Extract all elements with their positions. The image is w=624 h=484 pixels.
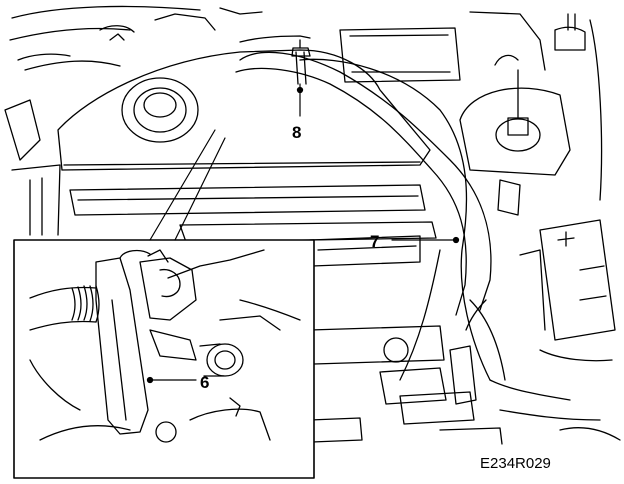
callout-8-dot [296,86,304,94]
callout-8-label: 8 [292,123,301,142]
clamp-wire [167,249,265,279]
lower-bracket [309,417,363,443]
clamp-loop [159,268,181,298]
inset-left-cable [29,359,81,411]
intake-runner-line [317,245,417,251]
callout-7-label: 7 [370,232,379,251]
lower-hose-2 [499,409,601,421]
detail-inset-frame [13,239,315,479]
hose-clamp [295,51,307,85]
callouts: 8 7 6 [146,83,460,392]
wiper-line-2 [24,60,121,71]
battery [539,219,616,341]
inset-clip [229,397,241,417]
battery-plus-terminal [557,231,575,247]
hood-edge-line [11,5,201,19]
right-lower-line [539,349,613,362]
bracket-slot [111,299,127,421]
corrugated-hose-top [29,286,97,299]
right-hood-edge [469,11,546,71]
throttle-body [309,325,445,365]
inset-bolt [155,421,177,443]
brake-fluid-reservoir [459,87,571,176]
corrugated-hose-ribs [71,285,100,323]
reservoir-cap-base [495,118,541,152]
cable-harness-branch [399,249,441,381]
upper-clip [109,33,125,41]
intake-hose-upper [239,51,492,311]
lower-connector [399,391,475,425]
callout-6-dot [146,376,154,384]
wiper-line [17,53,71,61]
inset-hose-bore [214,350,236,370]
oil-filler-cap [133,87,187,133]
upper-trim [219,7,263,15]
clamp-body [139,257,197,321]
inset-pointer-left [149,129,216,241]
upper-pipe [99,25,135,33]
throttle-valve [383,337,409,363]
figure-code: E234R029 [480,455,551,472]
washer-cap [554,26,586,51]
battery-ridges [579,265,607,301]
inset-hose-right [239,299,301,321]
washer-neck [567,13,576,31]
engine-bay-background [4,5,621,445]
clamp-tab [147,249,169,263]
cable-harness [299,58,491,381]
hood-edge-line-2 [9,27,131,41]
hose-end [465,299,487,331]
air-box [339,27,461,83]
oil-filler-cap-top [143,92,177,118]
oil-filler-cap-outer [121,77,199,143]
reservoir-cap [507,117,529,136]
right-fender-line [589,19,603,201]
reservoir-wire-loop [494,54,519,66]
inset-pointer-right [174,137,226,241]
battery-tray [519,249,546,331]
cylinder-head-line [77,195,419,201]
inset-hose-body [199,343,225,377]
right-bottom-line [559,427,621,441]
intake-hose-lower [235,67,467,316]
hose-clamp-head [291,47,311,57]
callout-7-dot [452,236,460,244]
detail-inset [13,129,315,479]
inset-bracket-edge [219,315,281,331]
inset-hose-clip [149,329,197,361]
sensor-block [449,345,477,405]
left-fender-shape [4,99,41,161]
reservoir-connector [497,179,521,216]
left-radiator-edge [11,164,61,236]
fuel-rail [179,221,437,243]
corrugated-hose-bottom [29,320,97,331]
lower-hose [489,379,571,401]
engine-cover-lip [63,161,421,166]
air-box-detail [349,34,451,73]
cover-top-ridge [239,35,311,43]
engine-cover [57,49,431,171]
callout-6-label: 6 [200,373,209,392]
left-radiator-fins [29,177,43,236]
inset-lower-line [39,425,131,441]
upper-bracket [154,13,216,31]
bracket-top-loop [119,249,151,259]
bracket [95,257,149,435]
lower-pipe [439,427,503,445]
cylinder-head [69,184,426,216]
inset-hose-end [206,343,244,377]
idle-valve [379,367,447,405]
cable-harness-branch-2 [469,299,506,381]
inset-lower-bracket [189,408,271,441]
